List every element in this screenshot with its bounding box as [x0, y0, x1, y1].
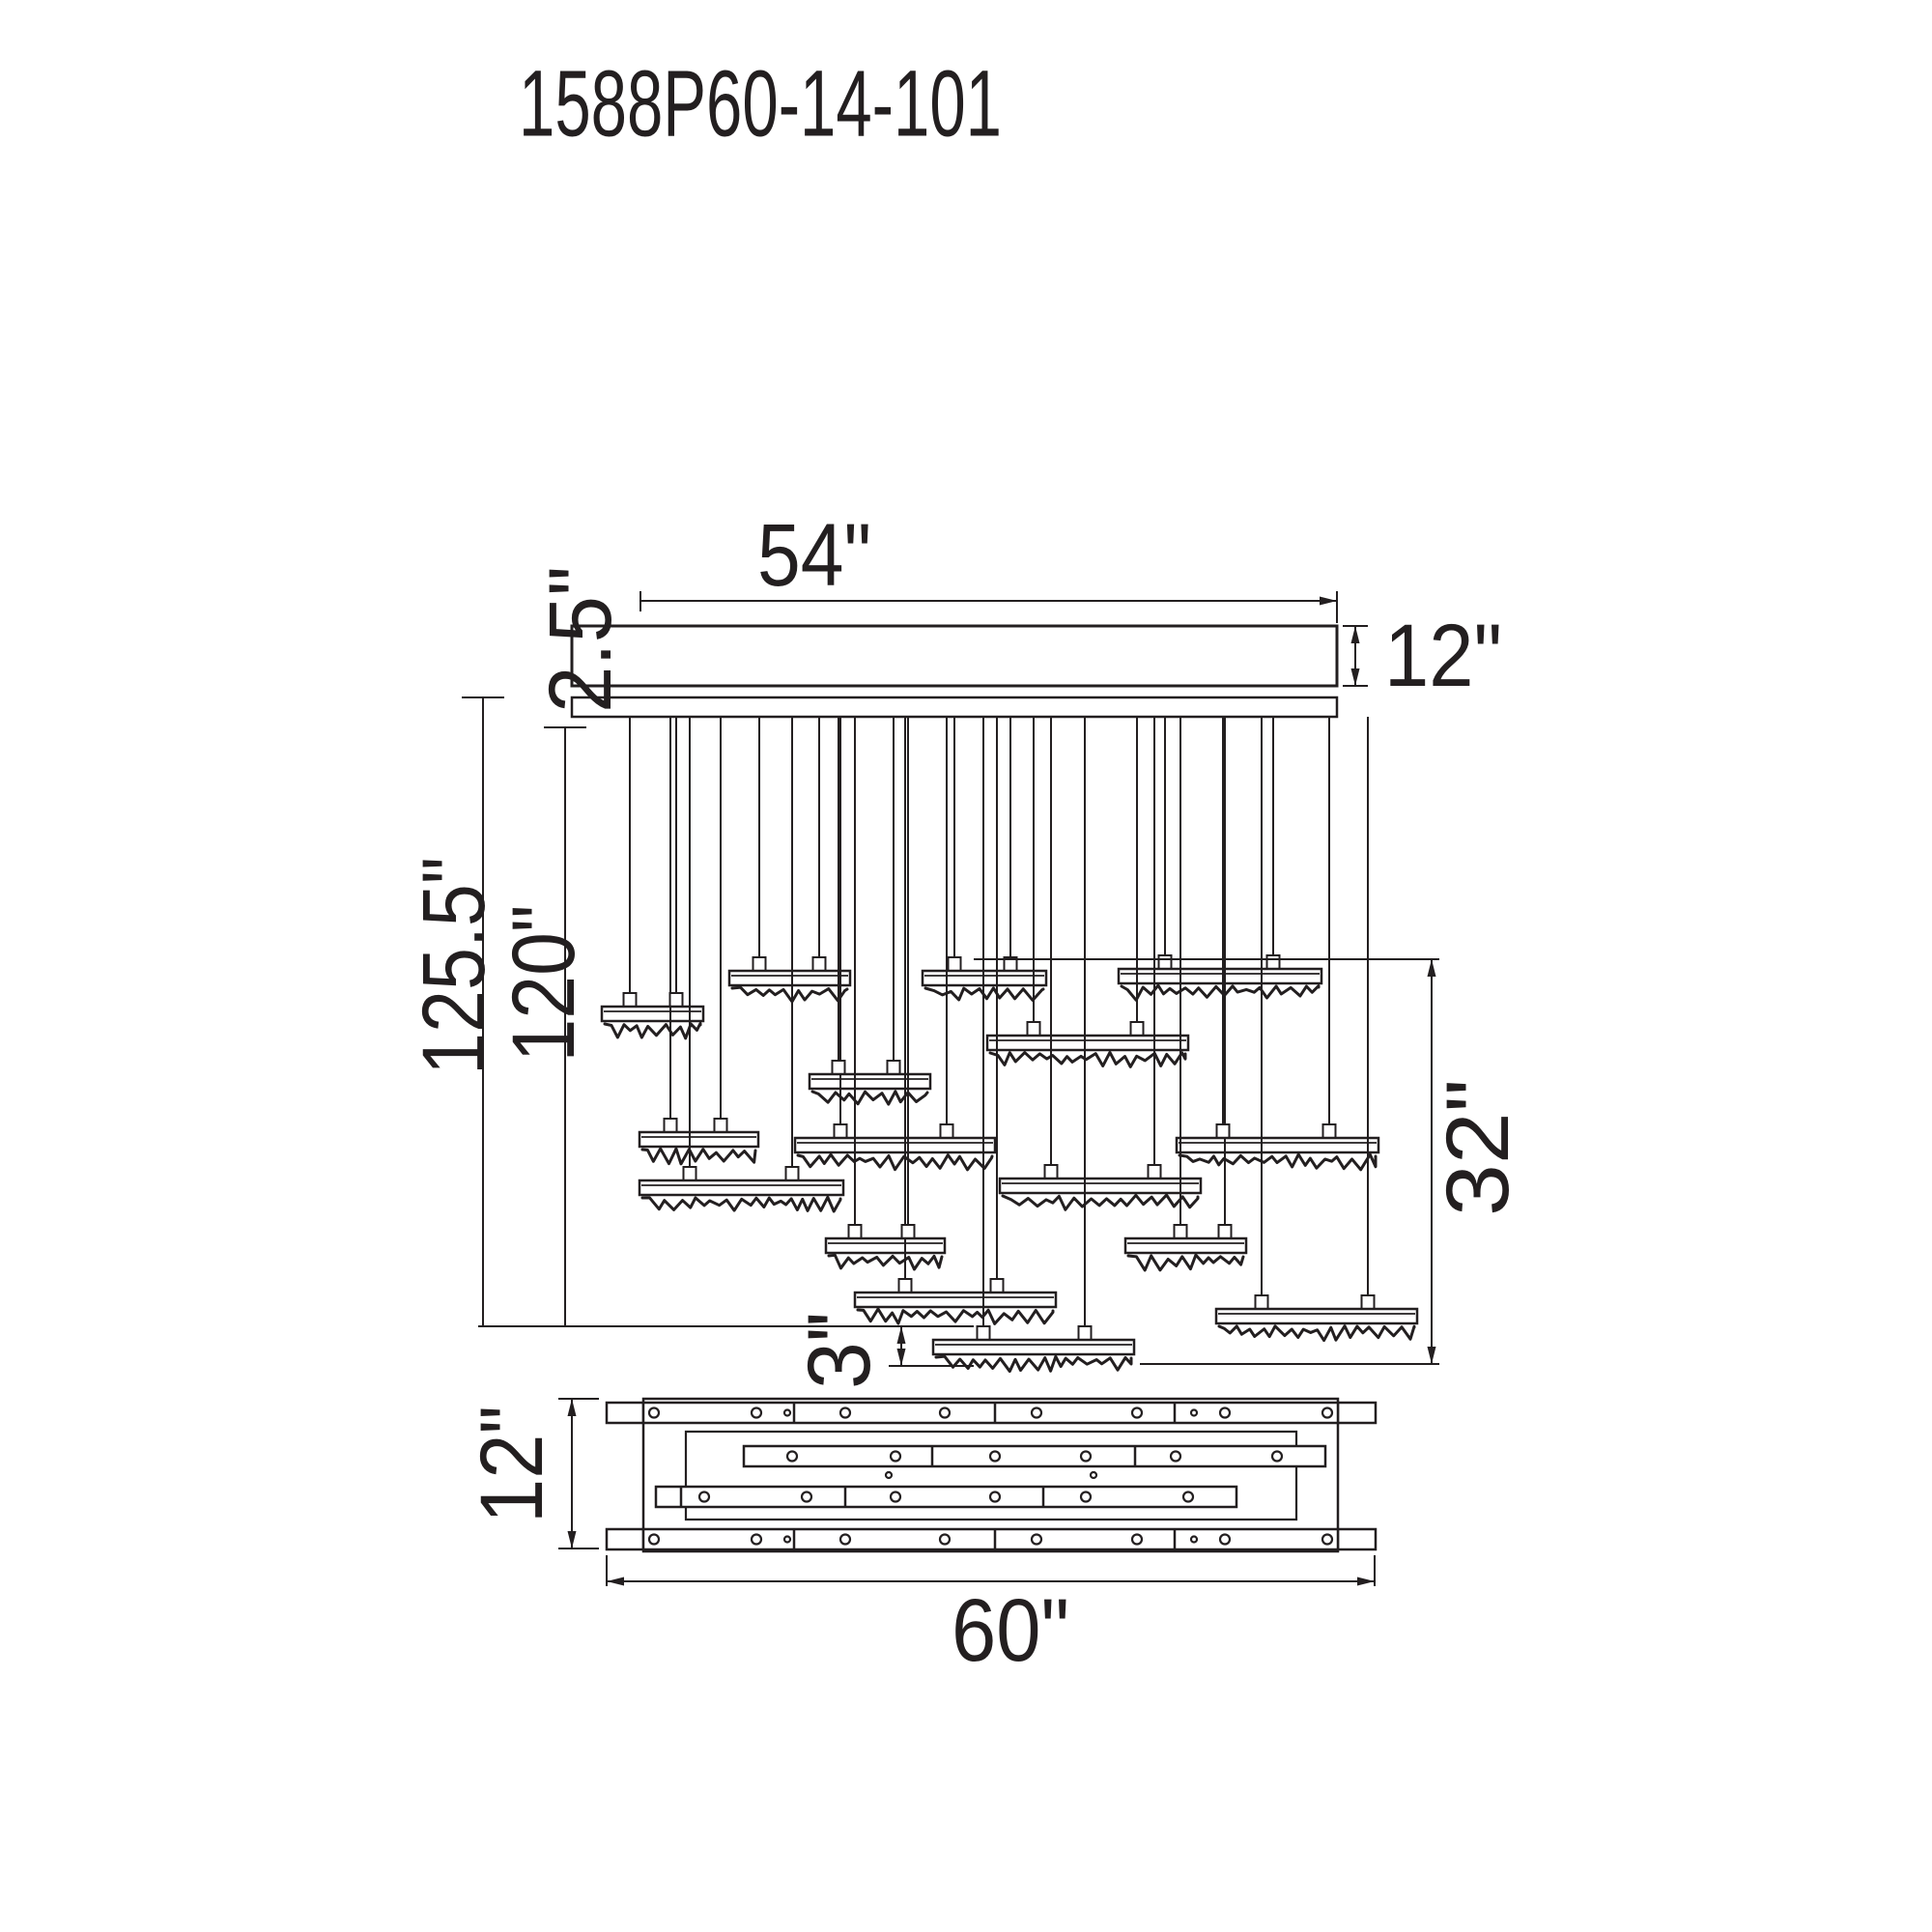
dim-overall-height-label: 125.5" [405, 857, 503, 1075]
page-title: 1588P60-14-101 [519, 51, 1002, 156]
dim-cluster-height-label: 32" [1429, 1079, 1527, 1216]
dim-plan-width-label: 60" [952, 1581, 1069, 1680]
dim-stem-height-label: 2.5" [531, 566, 630, 713]
labels: 1588P60-14-101 54" 2.5" 12" 125.5" 120" … [405, 51, 1527, 1681]
dim-canopy-width-label: 54" [757, 506, 871, 605]
dim-bar-thickness-label: 3" [790, 1312, 889, 1389]
dim-wire-drop-label: 120" [495, 905, 593, 1063]
fixture-line-work [462, 591, 1439, 1586]
dim-plan-depth-label: 12" [463, 1406, 561, 1523]
dim-canopy-height-label: 12" [1384, 607, 1502, 705]
